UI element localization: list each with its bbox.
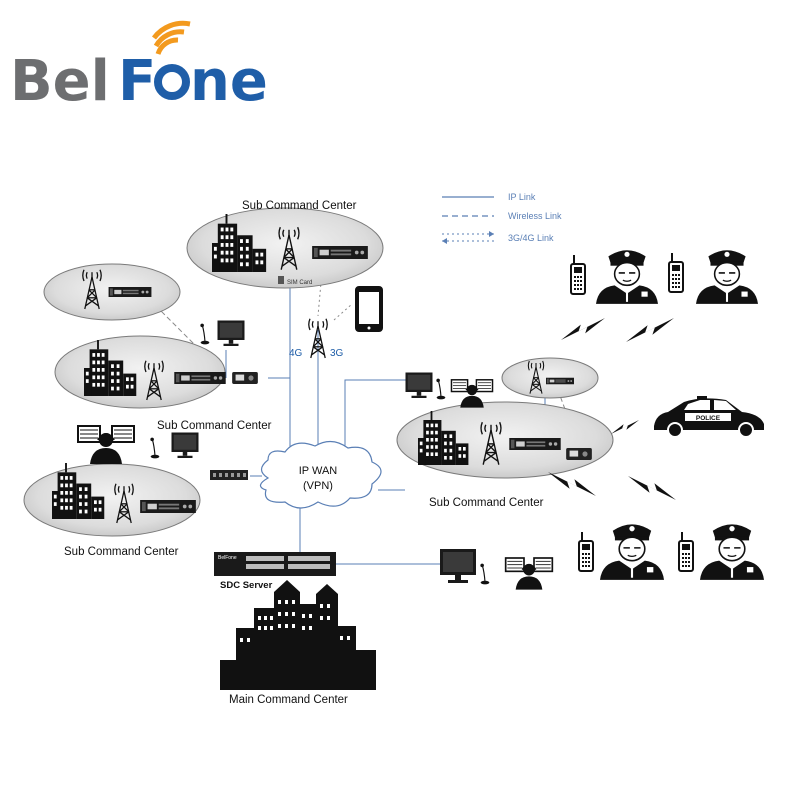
cellular-tower: 4G 3G xyxy=(289,318,344,359)
monitor-icon xyxy=(405,372,433,398)
sub-center-left-bottom: Sub Command Center xyxy=(23,425,248,558)
officer-group-top xyxy=(570,249,758,304)
smartphone-icon xyxy=(355,286,383,332)
main-center-console xyxy=(336,549,554,590)
police-car: POLICE xyxy=(654,396,764,438)
legend-cellular-label: 3G/4G Link xyxy=(508,233,554,243)
logo-text-bel: Bel xyxy=(10,49,110,114)
band-3g-label: 3G xyxy=(330,348,344,359)
cellular-link-sim xyxy=(317,259,324,317)
desk-radio-icon xyxy=(232,372,258,384)
radio-bolt-icon xyxy=(628,476,676,500)
handheld-radio-icon xyxy=(678,530,694,573)
cloud-shape xyxy=(259,440,382,509)
server-brand-label: BelFone xyxy=(218,555,237,561)
repeater-icon xyxy=(546,377,574,385)
microphone-icon xyxy=(200,323,210,345)
sub-center-left-mid: Sub Command Center xyxy=(54,320,272,432)
sdc-server-label: SDC Server xyxy=(220,580,273,591)
microphone-icon xyxy=(150,437,160,459)
wan-label-line2: (VPN) xyxy=(303,480,333,492)
handheld-radio-icon xyxy=(570,253,586,296)
radio-bolt-icon xyxy=(548,472,596,496)
legend: IP Link Wireless Link 3G/4G Link xyxy=(442,192,562,244)
legend-wireless-label: Wireless Link xyxy=(508,211,562,221)
repeater-icon xyxy=(174,372,226,384)
radio-bolt-icon xyxy=(611,420,639,434)
sim-card-icon xyxy=(278,276,284,284)
officer-group-bottom xyxy=(578,523,764,580)
main-center-label: Main Command Center xyxy=(229,694,348,706)
sub-center-left-mid-label: Sub Command Center xyxy=(157,420,272,432)
repeater-icon xyxy=(312,246,368,259)
sub-site-left-small xyxy=(43,263,181,321)
radio-bolt-icon xyxy=(626,318,674,342)
main-center-city: Main Command Center xyxy=(220,580,376,706)
sim-card-label: SIM Card xyxy=(287,280,312,286)
sub-center-top: SIM Card Sub Command Center xyxy=(186,200,384,289)
brand-logo: Bel F ne xyxy=(10,20,268,114)
radio-bolt-icon xyxy=(561,318,605,340)
police-officer-icon xyxy=(596,249,658,304)
sub-center-top-label: Sub Command Center xyxy=(242,200,357,212)
dispatcher-operator-icon xyxy=(504,557,554,590)
logo-text-ne: ne xyxy=(190,49,268,114)
wan-label-line1: IP WAN xyxy=(299,465,338,477)
police-officer-icon xyxy=(600,523,664,580)
logo-o-signal-icon xyxy=(151,20,191,100)
band-4g-label: 4G xyxy=(289,348,303,359)
sub-center-right-label: Sub Command Center xyxy=(429,497,544,509)
repeater-icon xyxy=(108,287,152,297)
dispatcher-operator-icon xyxy=(77,425,135,464)
logo-text-f: F xyxy=(118,49,156,114)
microphone-icon xyxy=(480,563,490,585)
monitor-icon xyxy=(440,549,476,583)
sdc-server: BelFone SDC Server xyxy=(214,552,336,591)
desk-radio-icon xyxy=(566,448,592,460)
network-switch-icon xyxy=(210,470,248,480)
monitor-icon xyxy=(217,320,245,346)
legend-ip-label: IP Link xyxy=(508,192,536,202)
cellular-link-phone xyxy=(333,303,353,321)
handheld-radio-icon xyxy=(578,530,594,573)
city-skyline-icon xyxy=(220,580,376,690)
ip-wan-cloud: IP WAN (VPN) xyxy=(259,440,382,509)
sub-center-left-bottom-label: Sub Command Center xyxy=(64,546,179,558)
sub-center-right: Sub Command Center xyxy=(396,357,614,509)
microphone-icon xyxy=(436,378,446,400)
legend-cellular-arrows xyxy=(442,231,494,244)
police-car-label: POLICE xyxy=(696,415,721,422)
police-officer-icon xyxy=(696,249,758,304)
monitor-icon xyxy=(171,432,199,458)
police-officer-icon xyxy=(700,523,764,580)
repeater-icon xyxy=(140,500,196,513)
handheld-radio-icon xyxy=(668,251,684,294)
repeater-icon xyxy=(509,438,561,450)
ip-link-right-monitor xyxy=(344,379,420,460)
